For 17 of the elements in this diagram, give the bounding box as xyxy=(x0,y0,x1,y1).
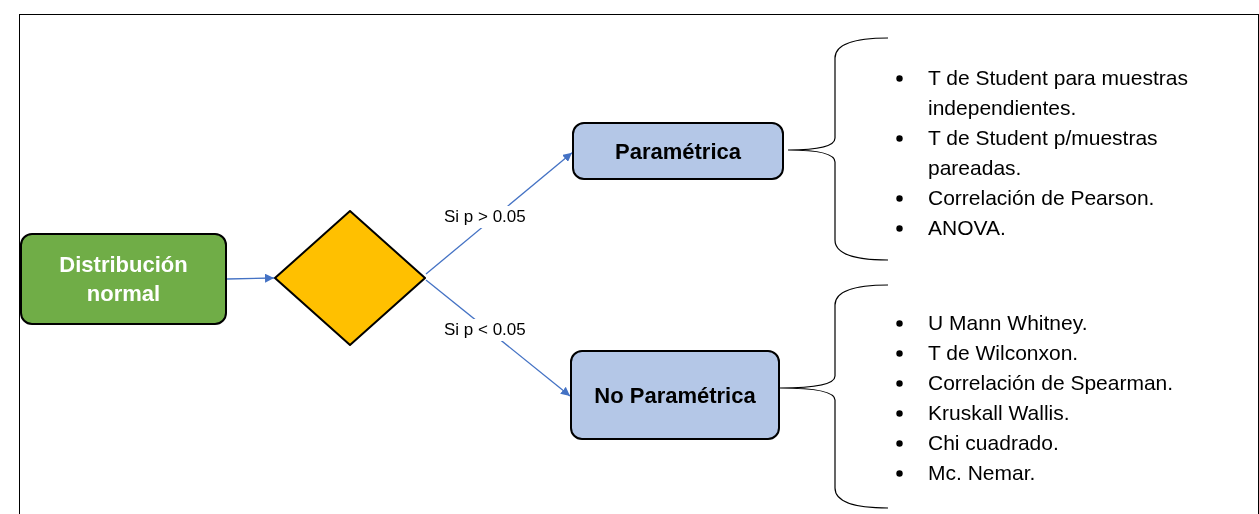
list-item: T de Wilconxon. xyxy=(928,340,1080,366)
list-item: T de Student para muestras independientes. xyxy=(928,65,1189,121)
node-label: Paramétrica xyxy=(615,137,741,166)
process-box xyxy=(572,122,784,180)
list-item: Correlación de Spearman. xyxy=(928,370,1175,396)
list-item: T de Student p/muestras pareadas. xyxy=(928,125,1159,181)
arrow xyxy=(226,273,275,283)
node-label: No Paramétrica xyxy=(594,381,756,410)
process-box xyxy=(570,350,780,440)
list-item: U Mann Whitney. xyxy=(928,310,1089,336)
list-item: Chi cuadrado. xyxy=(928,430,1060,456)
list-item: Correlación de Pearson. xyxy=(928,185,1156,211)
list-item: Kruskall Wallis. xyxy=(928,400,1071,426)
node-label: Distribución normal xyxy=(58,251,189,308)
list-item: Mc. Nemar. xyxy=(928,460,1037,486)
list-item: ANOVA. xyxy=(928,215,1007,241)
start-box xyxy=(20,233,227,325)
